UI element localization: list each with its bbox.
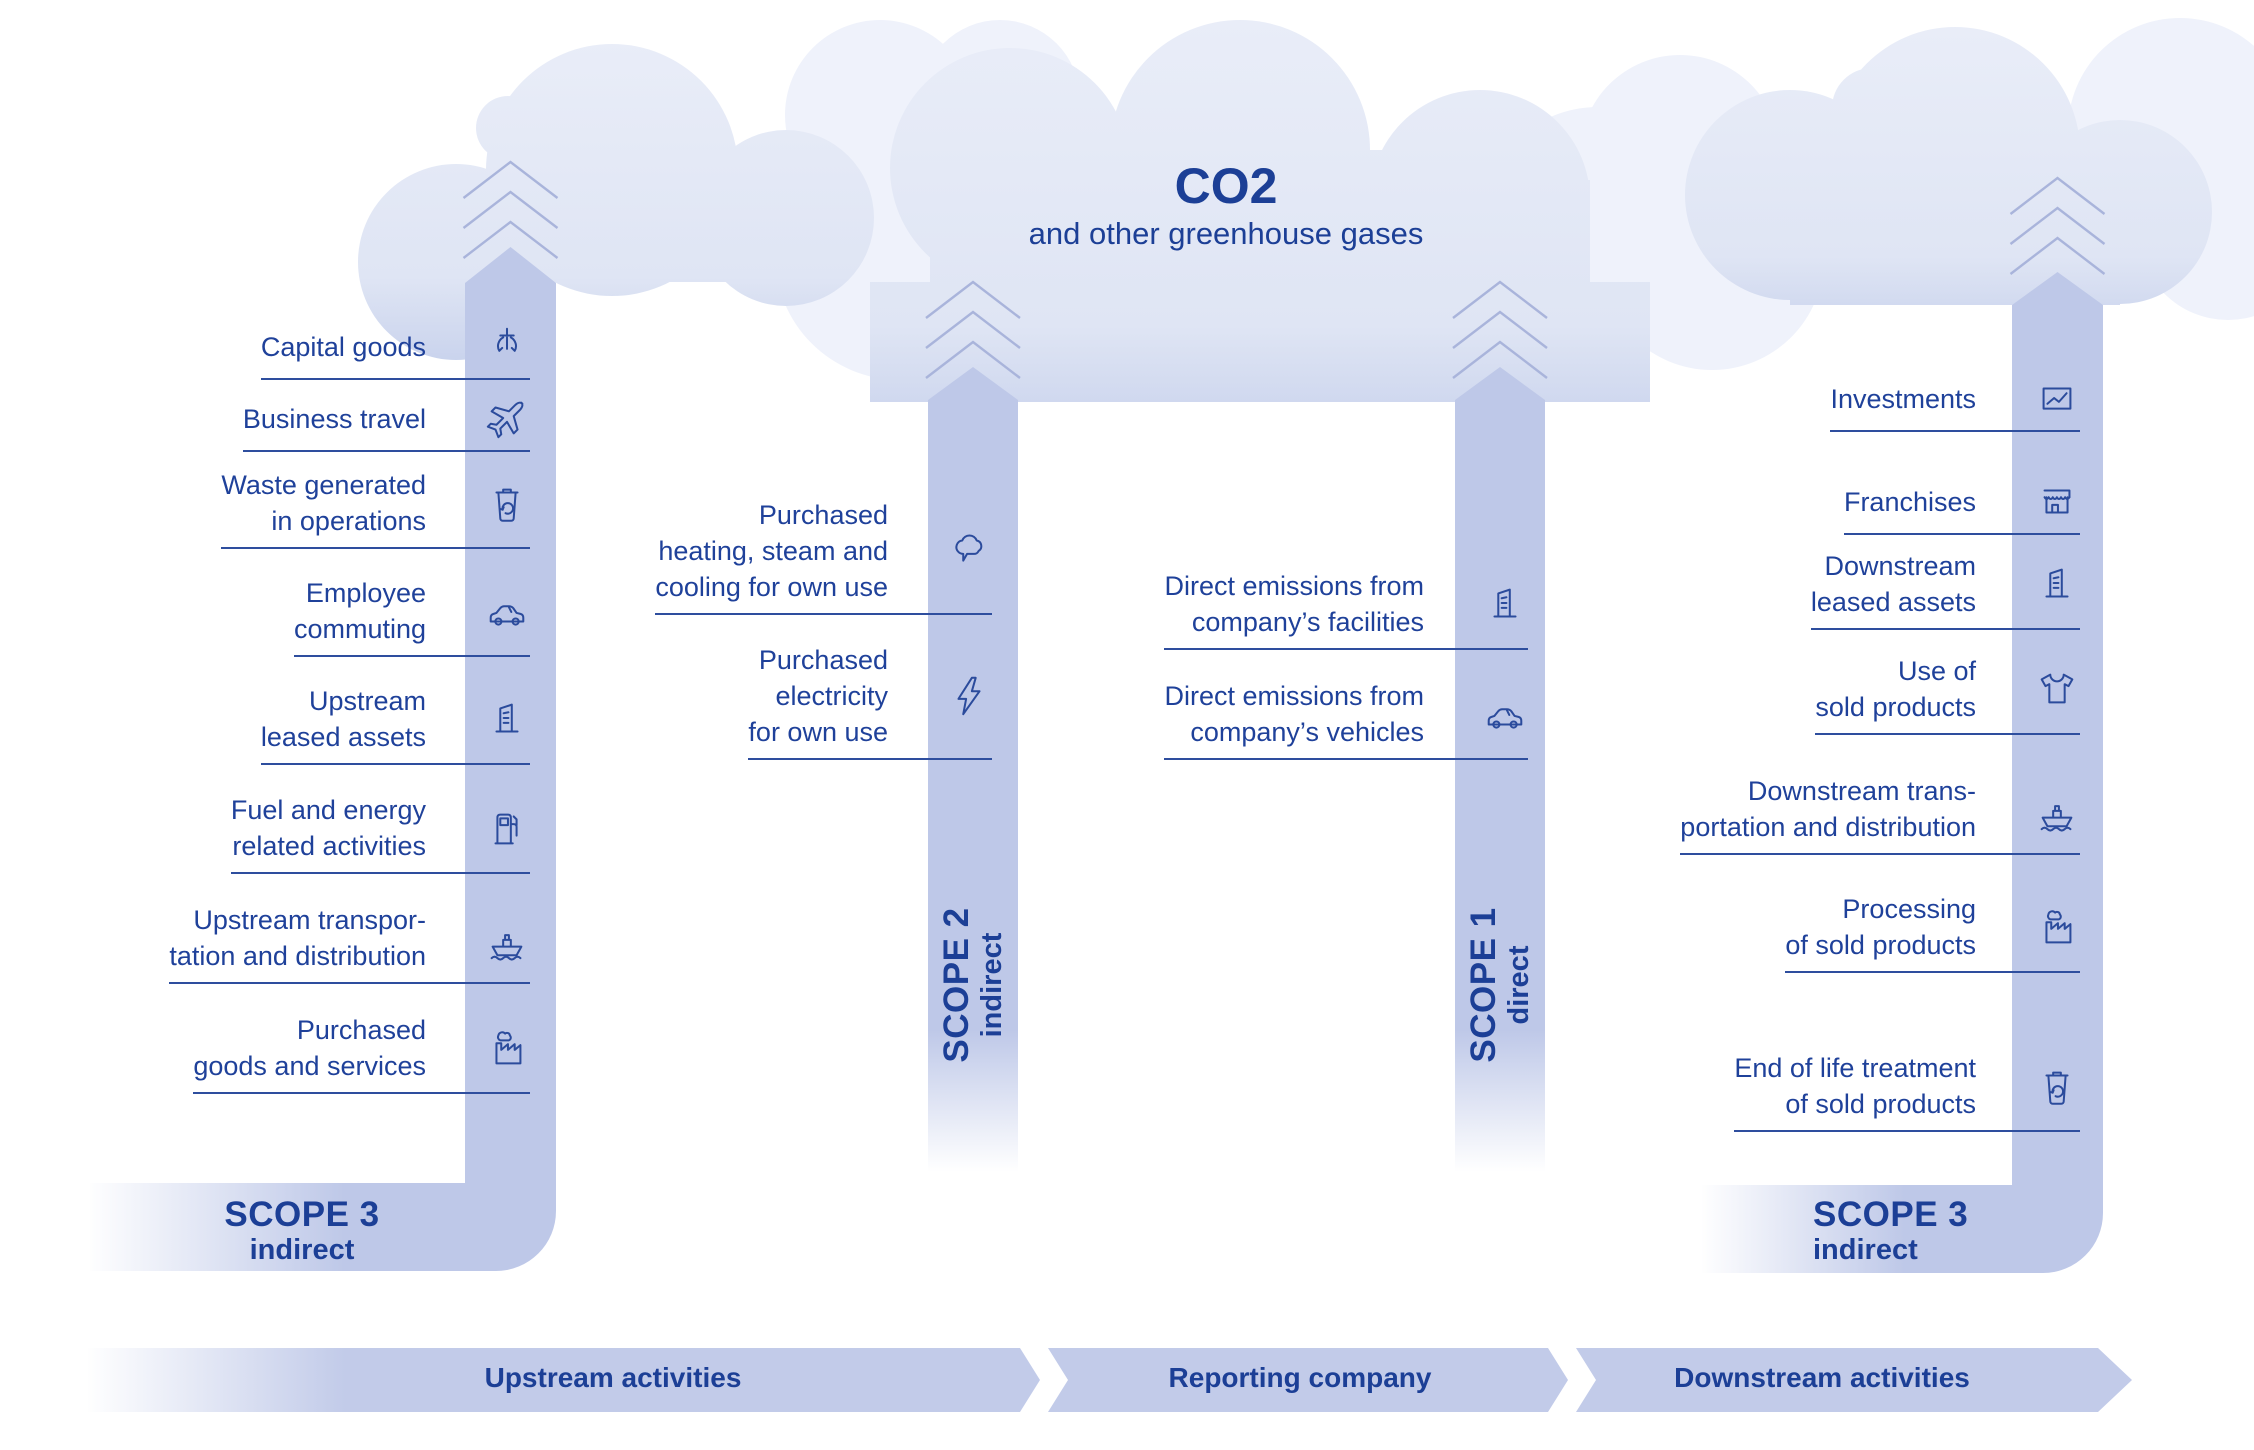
scope3-right-label: SCOPE 3 indirect	[1813, 1195, 2073, 1267]
car-icon	[1482, 691, 1528, 737]
factory-icon	[2034, 904, 2080, 950]
banner-downstream-label: Downstream activities	[1674, 1362, 1970, 1393]
row-processing-sold-products: Processing of sold products	[1785, 891, 2080, 973]
capital-goods-icon	[484, 324, 530, 370]
scope1-type: direct	[1503, 945, 1535, 1025]
co2-subtitle: and other greenhouse gases	[1028, 216, 1424, 251]
category-label: Investments	[1830, 384, 1976, 414]
scope3-right-bar	[2012, 272, 2103, 1185]
category-label: Downstream trans- portation and distribu…	[1680, 776, 1976, 842]
category-label: End of life treatment of sold products	[1734, 1053, 1976, 1119]
ship-icon	[484, 915, 530, 961]
cloud-right	[1685, 27, 2212, 305]
storefront-icon	[2034, 479, 2080, 525]
building-icon	[484, 696, 530, 742]
waste-recycle-icon	[484, 480, 530, 526]
row-direct-vehicles: Direct emissions from company’s vehicles	[1164, 678, 1528, 760]
scope3-left-name: SCOPE 3	[224, 1195, 380, 1234]
factory-icon	[484, 1025, 530, 1071]
row-upstream-leased-assets: Upstream leased assets	[260, 683, 530, 765]
row-downstream-leased-assets: Downstream leased assets	[1810, 548, 2080, 630]
category-label: Franchises	[1843, 487, 1976, 517]
car-icon	[484, 588, 530, 634]
row-franchises: Franchises	[1843, 479, 2080, 535]
ship-icon	[2034, 786, 2080, 832]
investments-chart-icon	[2034, 376, 2080, 422]
building-icon	[2034, 561, 2080, 607]
category-label: Upstream leased assets	[260, 686, 426, 752]
category-label: Purchased electricity for own use	[748, 645, 888, 747]
row-downstream-transportation: Downstream trans- portation and distribu…	[1680, 773, 2080, 855]
row-capital-goods: Capital goods	[260, 324, 530, 380]
row-business-travel: Business travel	[242, 396, 530, 452]
row-end-of-life: End of life treatment of sold products	[1734, 1050, 2080, 1132]
category-label: Purchased goods and services	[193, 1015, 426, 1081]
category-label: Purchased heating, steam and cooling for…	[655, 500, 888, 602]
category-label: Direct emissions from company’s faciliti…	[1164, 571, 1424, 637]
category-label: Waste generated in operations	[221, 470, 426, 536]
banner-downstream-segment	[1576, 1348, 2132, 1412]
row-purchased-electricity: Purchased electricity for own use	[748, 642, 992, 760]
scope2-name: SCOPE 2	[937, 907, 976, 1063]
scope1-bar	[1455, 367, 1545, 1172]
co2-title: CO2	[1174, 158, 1278, 214]
banner-upstream-segment	[88, 1348, 1040, 1412]
scope2-bar	[928, 367, 1018, 1172]
row-fuel-energy: Fuel and energy related activities	[230, 792, 530, 874]
scope3-left-band	[90, 1183, 556, 1271]
scope3-right-type: indirect	[1813, 1234, 1918, 1266]
category-label: Direct emissions from company’s vehicles	[1164, 681, 1424, 747]
scope1-label: SCOPE 1 direct	[1464, 875, 1536, 1095]
scope3-left-bar	[465, 247, 556, 1183]
category-label: Use of sold products	[1815, 656, 1976, 722]
scope1-name: SCOPE 1	[1464, 907, 1503, 1063]
category-label: Upstream transpor- tation and distributi…	[169, 905, 426, 971]
row-employee-commuting: Employee commuting	[293, 575, 530, 657]
building-icon	[1482, 581, 1528, 627]
tshirt-icon	[2034, 666, 2080, 712]
category-label: Processing of sold products	[1785, 894, 1976, 960]
scope2-type: indirect	[976, 932, 1008, 1038]
row-investments: Investments	[1830, 376, 2080, 432]
waste-recycle-icon	[2034, 1063, 2080, 1109]
banner-upstream-label: Upstream activities	[484, 1362, 742, 1393]
category-label: Capital goods	[260, 332, 426, 362]
co2-title-block: CO2 and other greenhouse gases	[1029, 158, 1424, 254]
category-label: Employee commuting	[293, 578, 426, 644]
cloud-center	[870, 20, 1650, 402]
row-upstream-transportation: Upstream transpor- tation and distributi…	[169, 902, 530, 984]
scope3-left-type: indirect	[249, 1234, 355, 1266]
steam-icon	[946, 528, 992, 574]
category-label: Downstream leased assets	[1810, 551, 1976, 617]
banner-reporting-segment	[1048, 1348, 1568, 1412]
lightning-icon	[946, 673, 992, 719]
scope3-left-label: SCOPE 3 indirect	[182, 1195, 422, 1267]
category-label: Business travel	[242, 404, 426, 434]
row-direct-facilities: Direct emissions from company’s faciliti…	[1164, 568, 1528, 650]
row-waste-generated: Waste generated in operations	[221, 467, 530, 549]
up-chevrons	[462, 160, 2106, 379]
category-label: Fuel and energy related activities	[230, 795, 426, 861]
fuel-pump-icon	[484, 805, 530, 851]
business-travel-icon	[484, 396, 530, 442]
scope2-label: SCOPE 2 indirect	[937, 875, 1009, 1095]
scope3-right-name: SCOPE 3	[1813, 1195, 1969, 1234]
banner-reporting-label: Reporting company	[1168, 1362, 1432, 1393]
row-purchased-goods: Purchased goods and services	[193, 1012, 530, 1094]
scope3-right-band	[1702, 1185, 2103, 1273]
row-purchased-heating: Purchased heating, steam and cooling for…	[655, 497, 992, 615]
row-use-of-sold-products: Use of sold products	[1815, 653, 2080, 735]
